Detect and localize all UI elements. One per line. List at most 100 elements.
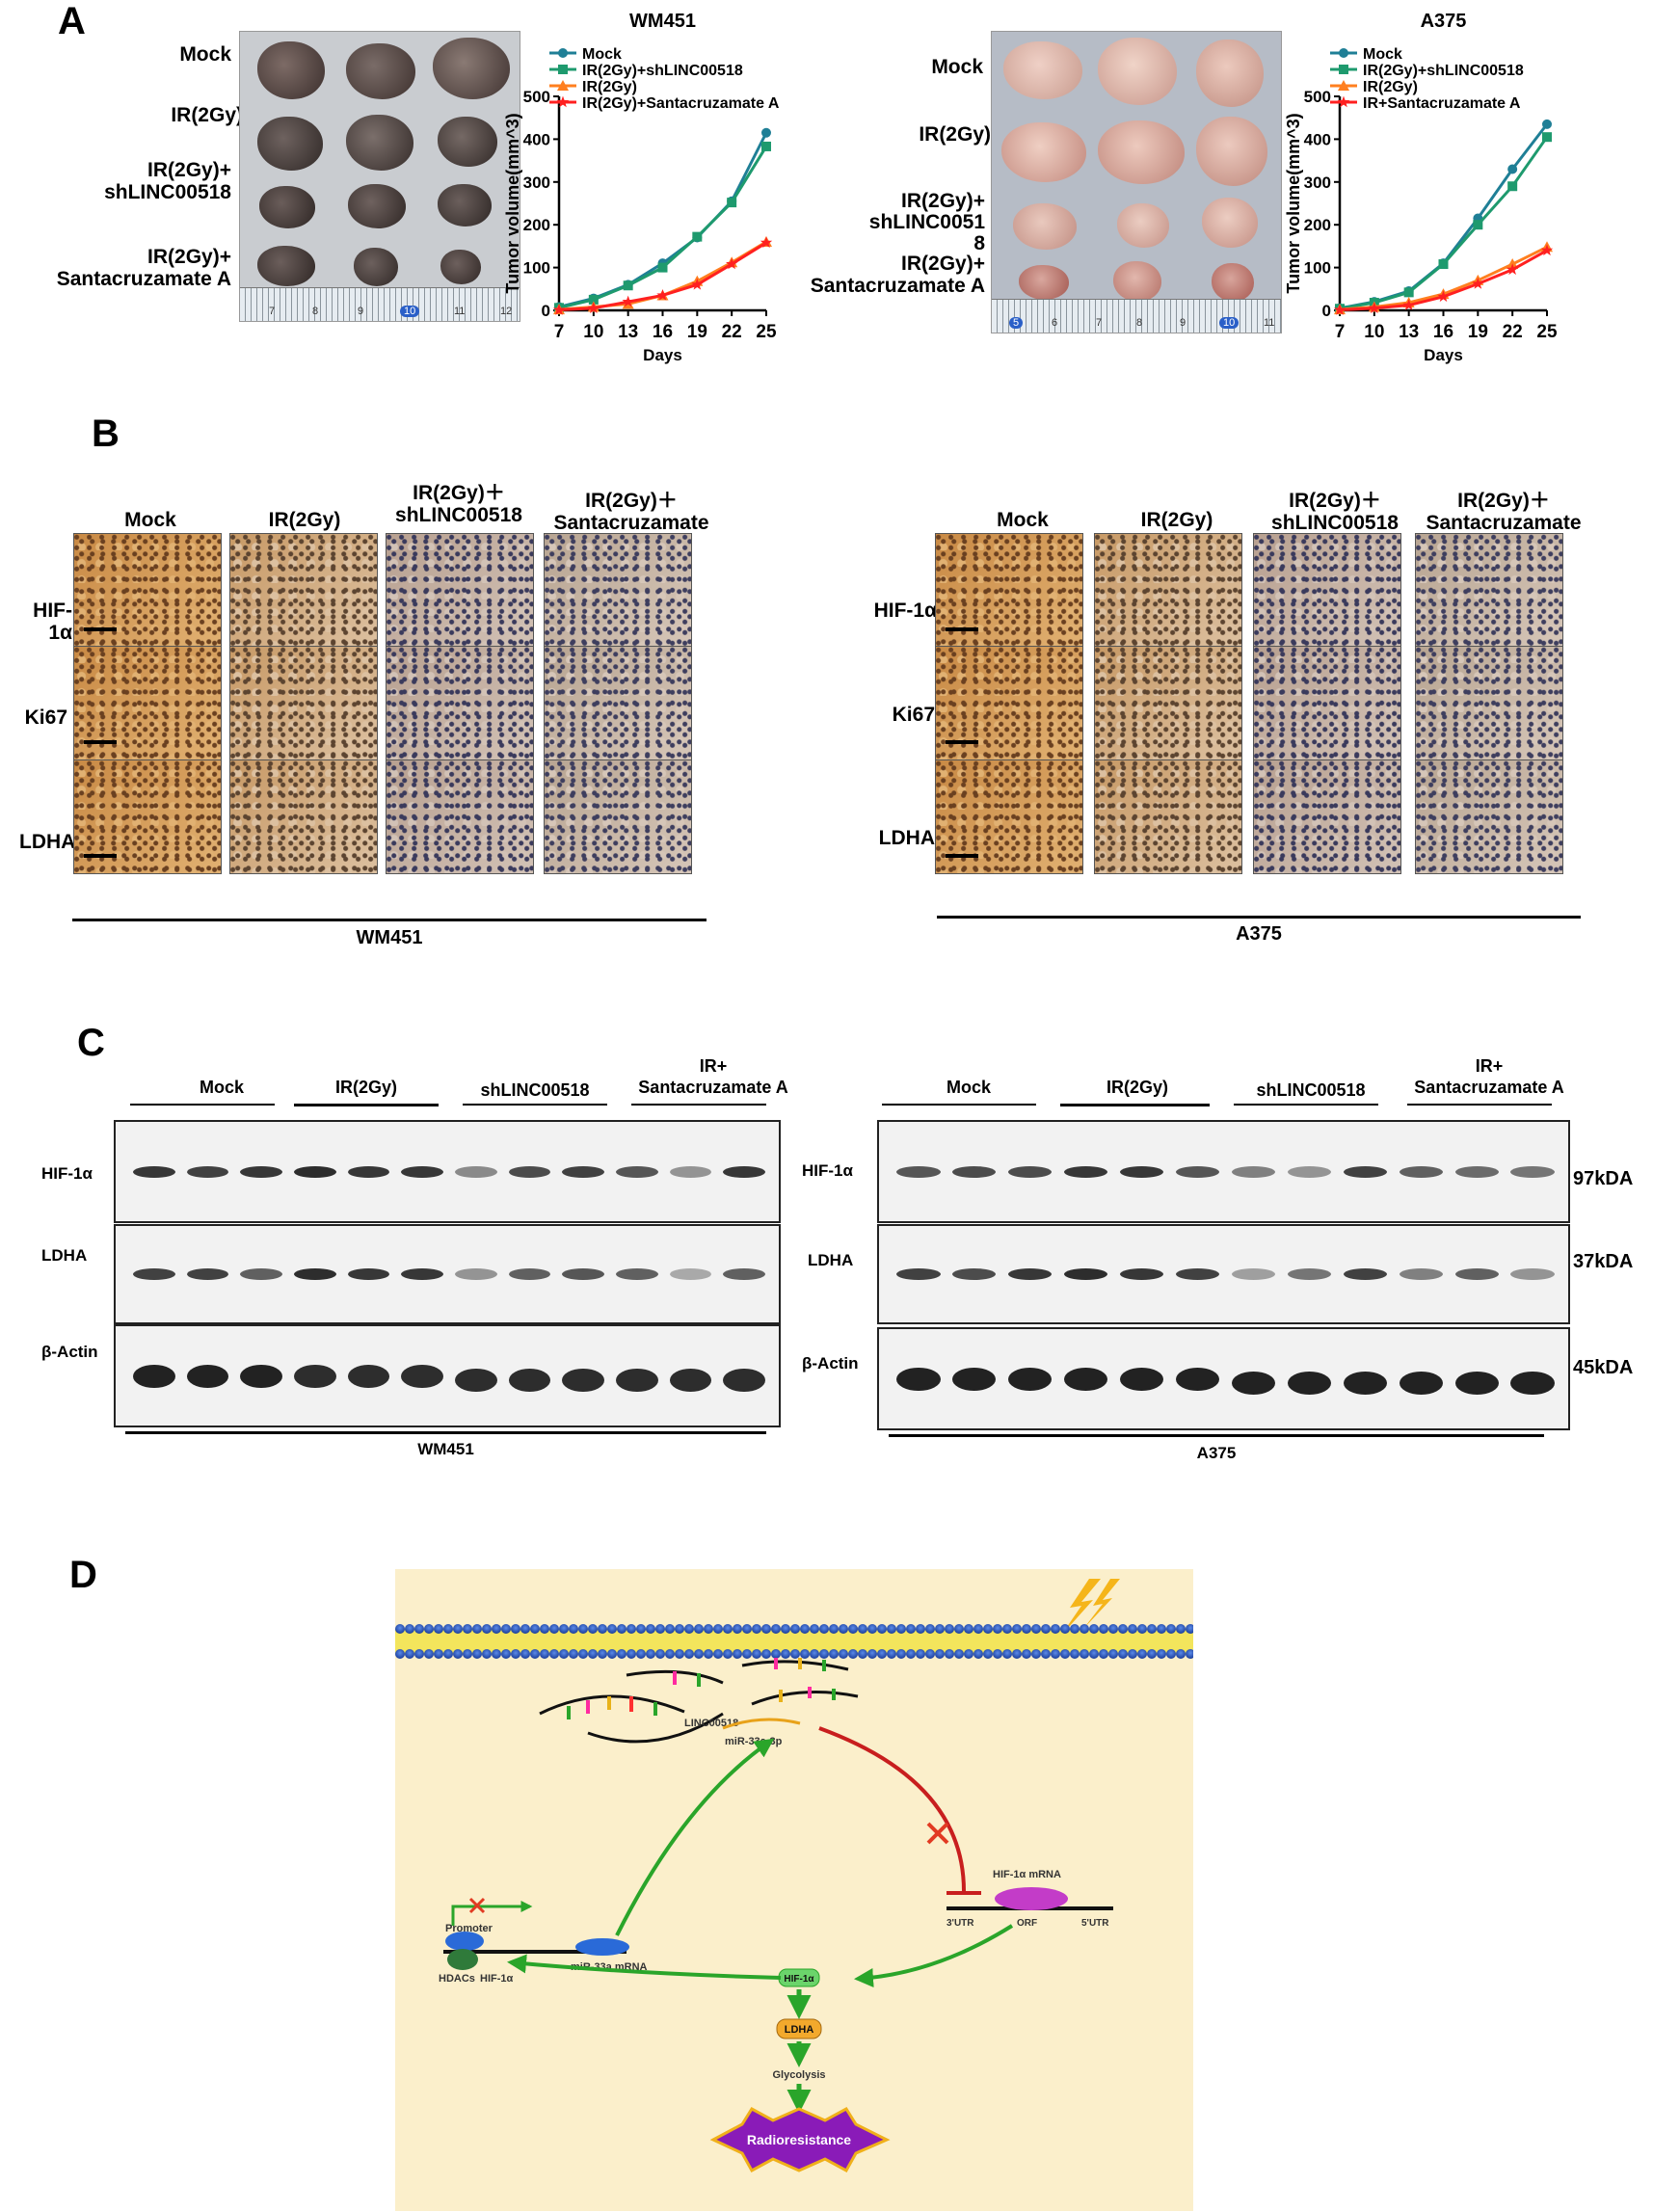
ihc-wm451-hif-1	[229, 533, 378, 648]
ihc-a375-row-ki67: Ki67	[892, 704, 935, 726]
ldha-label: LDHA	[785, 2024, 814, 2036]
hif-mrna-icon	[995, 1887, 1068, 1910]
hif-mrna-label: HIF-1α mRNA	[993, 1869, 1061, 1880]
wb-wm451-bracket	[125, 1431, 766, 1434]
band	[1175, 1268, 1220, 1280]
ihc-a375-ldha-1	[1094, 760, 1242, 874]
scale-bar	[946, 740, 978, 744]
data-point	[1506, 263, 1519, 276]
hif-factor-label: HIF-1α	[480, 1973, 514, 1985]
scale-bar	[84, 740, 117, 744]
y-tick-label: 500	[523, 88, 550, 106]
series-line	[558, 132, 768, 308]
ldha-node	[776, 2018, 822, 2039]
band	[1008, 1268, 1053, 1280]
band	[616, 1368, 658, 1392]
x-tick-label: 19	[687, 322, 707, 342]
radioresistance-star-icon	[709, 2107, 891, 2173]
series-3	[1333, 244, 1554, 315]
ihc-a375-col-ir: IR(2Gy)	[1140, 509, 1213, 531]
y-tick-label: 200	[523, 216, 550, 234]
data-point	[587, 302, 600, 313]
cell-membrane-icon	[395, 1624, 1193, 1659]
band	[294, 1165, 336, 1178]
wb-wm451-group-santa: IR+ Santacruzamate A	[638, 1056, 788, 1097]
ihc-wm451-col-mock: Mock	[124, 509, 176, 531]
data-point	[1403, 287, 1414, 298]
mirna-icon	[722, 1718, 801, 1730]
wm451-tumor-photo: 7 8 9 10 11 12	[239, 31, 520, 322]
data-point	[1339, 48, 1348, 58]
wb-a375-group-ir-line	[1060, 1104, 1210, 1106]
band	[1343, 1165, 1387, 1178]
wb-wm451-label-actin: β-Actin	[41, 1343, 98, 1361]
a375-row-label-ir-santa: IR(2Gy)+ Santacruzamate A	[810, 253, 985, 297]
data-point	[558, 48, 568, 58]
ihc-a375-ki67-1	[1094, 646, 1242, 760]
band	[1287, 1268, 1331, 1280]
data-point	[558, 65, 568, 74]
x-axis-label: Days	[1424, 346, 1463, 364]
band	[952, 1367, 997, 1391]
ihc-wm451-ldha-3	[544, 760, 692, 874]
band	[1454, 1165, 1499, 1178]
data-point	[691, 278, 704, 290]
data-point	[557, 80, 569, 91]
band	[562, 1165, 604, 1178]
band	[455, 1268, 497, 1280]
y-tick-label: 200	[1304, 216, 1331, 234]
data-point	[1542, 132, 1552, 143]
glycolysis-label: Glycolysis	[772, 2069, 825, 2081]
y-axis-label: Tumor volume(mm^3)	[1284, 113, 1303, 293]
wb-a375-bracket	[889, 1434, 1544, 1437]
wb-wm451-group-sh-line	[463, 1104, 607, 1106]
ihc-wm451-hif-0	[73, 533, 222, 648]
wb-a375-label-hif: HIF-1α	[802, 1161, 853, 1180]
legend-label: IR(2Gy)+shLINC00518	[1363, 63, 1524, 79]
wb-wm451-group-mock-line	[130, 1104, 275, 1106]
wb-size-hif: 97kDA	[1573, 1168, 1634, 1189]
band	[1343, 1268, 1387, 1280]
chart-title: A375	[1421, 11, 1467, 32]
band	[401, 1364, 443, 1388]
band	[1231, 1371, 1276, 1395]
band	[1231, 1268, 1276, 1280]
a375-tumor-photo: 5 6 7 8 9 10 11	[991, 31, 1282, 333]
y-tick-label: 100	[1304, 259, 1331, 278]
data-point	[1542, 119, 1552, 129]
data-point	[760, 236, 773, 249]
data-point	[1337, 95, 1350, 108]
ihc-a375-row-ldha: LDHA	[878, 827, 935, 849]
series-0	[554, 127, 771, 312]
series-line	[558, 146, 768, 309]
ihc-a375-hif-0	[935, 533, 1083, 648]
scale-bar	[84, 627, 117, 631]
legend-label: IR(2Gy)	[582, 79, 637, 95]
band	[669, 1165, 712, 1178]
chart-title: WM451	[629, 11, 696, 32]
a375-ruler: 5 6 7 8 9 10 11	[992, 299, 1281, 333]
y-axis-label: Tumor volume(mm^3)	[503, 113, 522, 293]
data-point	[588, 294, 599, 305]
x-tick-label: 25	[1536, 322, 1558, 342]
block-x-icon	[468, 1897, 486, 1914]
data-point	[761, 141, 771, 151]
series-3	[552, 236, 773, 315]
ihc-wm451-col-ir: IR(2Gy)	[268, 509, 341, 531]
wb-a375-group-ir: IR(2Gy)	[1106, 1078, 1168, 1097]
wb-wm451-group-ir-line	[294, 1104, 439, 1106]
ihc-wm451-ki67-3	[544, 646, 692, 760]
y-tick-label: 100	[523, 259, 550, 278]
wb-a375-group-sh-line	[1234, 1104, 1378, 1106]
wm451-row-label-ir-sh: IR(2Gy)+ shLINC00518	[104, 159, 231, 203]
band	[1510, 1371, 1555, 1395]
band	[240, 1268, 282, 1280]
radioresistance-label: Radioresistance	[747, 2132, 851, 2147]
band	[616, 1165, 658, 1178]
band	[562, 1268, 604, 1280]
x-tick-label: 22	[722, 322, 742, 342]
wb-wm451-group-mock: Mock	[199, 1078, 244, 1097]
band	[1064, 1367, 1108, 1391]
hdac-icon	[445, 1932, 484, 1951]
